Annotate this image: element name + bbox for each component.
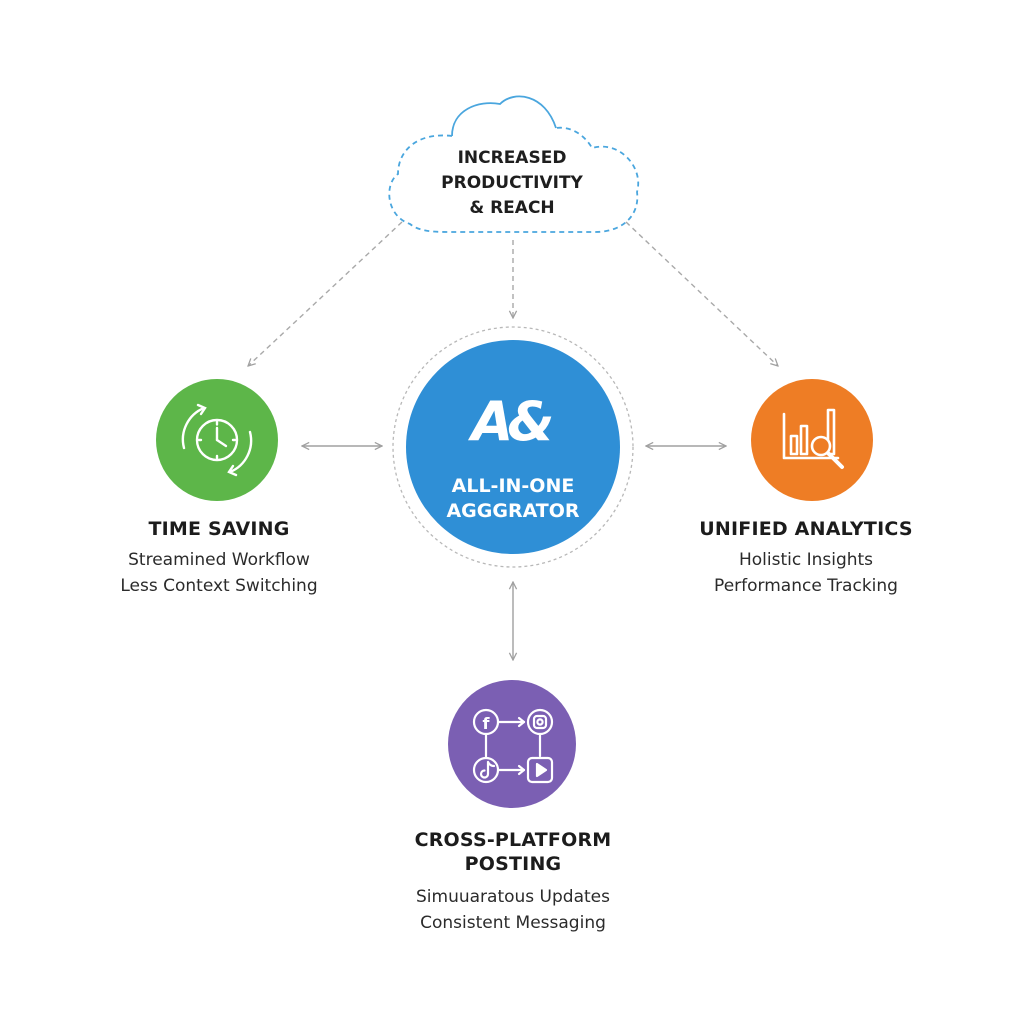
cloud-top-outline	[451, 95, 557, 137]
posting-sub-2: Consistent Messaging	[420, 913, 606, 933]
hub-label: ALL-IN-ONE AGGGRATOR	[446, 474, 579, 524]
cloud-line-3: & REACH	[469, 198, 555, 218]
posting-circle	[448, 680, 576, 808]
time-saving-title: TIME SAVING	[148, 518, 290, 540]
time-saving-subtitle: Streamined Workflow Less Context Switchi…	[120, 547, 317, 599]
analytics-circle	[751, 379, 873, 501]
posting-title-1: CROSS-PLATFORM	[414, 829, 612, 851]
time-saving-sub-2: Less Context Switching	[120, 576, 318, 596]
social-network-icon: f	[472, 708, 554, 784]
posting-subtitle: Simuuaratous Updates Consistent Messagin…	[416, 884, 610, 936]
time-saving-sub-1: Streamined Workflow	[128, 550, 310, 570]
cloud-dashed-outline	[388, 126, 640, 233]
analytics-subtitle: Holistic Insights Performance Tracking	[714, 547, 898, 599]
analytics-sub-2: Performance Tracking	[714, 576, 898, 596]
svg-text:f: f	[483, 714, 491, 733]
cloud-line-2: PRODUCTIVITY	[441, 173, 583, 193]
posting-title: CROSS-PLATFORM POSTING	[415, 828, 612, 876]
cloud-label: INCREASED PRODUCTIVITY & REACH	[441, 146, 583, 221]
analytics-title: UNIFIED ANALYTICS	[699, 518, 913, 540]
analytics-sub-1: Holistic Insights	[738, 550, 874, 570]
hub-line-1: ALL-IN-ONE	[451, 475, 575, 497]
posting-title-2: POSTING	[464, 853, 562, 875]
cloud-shape	[388, 95, 640, 233]
cloud-line-1: INCREASED	[457, 148, 567, 168]
hub-circle	[406, 340, 620, 554]
connector-cloud-to-time-saving	[248, 221, 403, 366]
connector-cloud-to-analytics	[625, 221, 778, 366]
chart-magnifier-icon	[782, 408, 844, 469]
posting-sub-1: Simuuaratous Updates	[416, 887, 610, 907]
clock-cycle-icon	[181, 403, 253, 477]
hub-outer-ring	[392, 326, 634, 568]
video-play-icon	[526, 756, 554, 784]
hub-logo: A&	[471, 390, 555, 453]
hub-line-2: AGGGRATOR	[446, 500, 580, 522]
